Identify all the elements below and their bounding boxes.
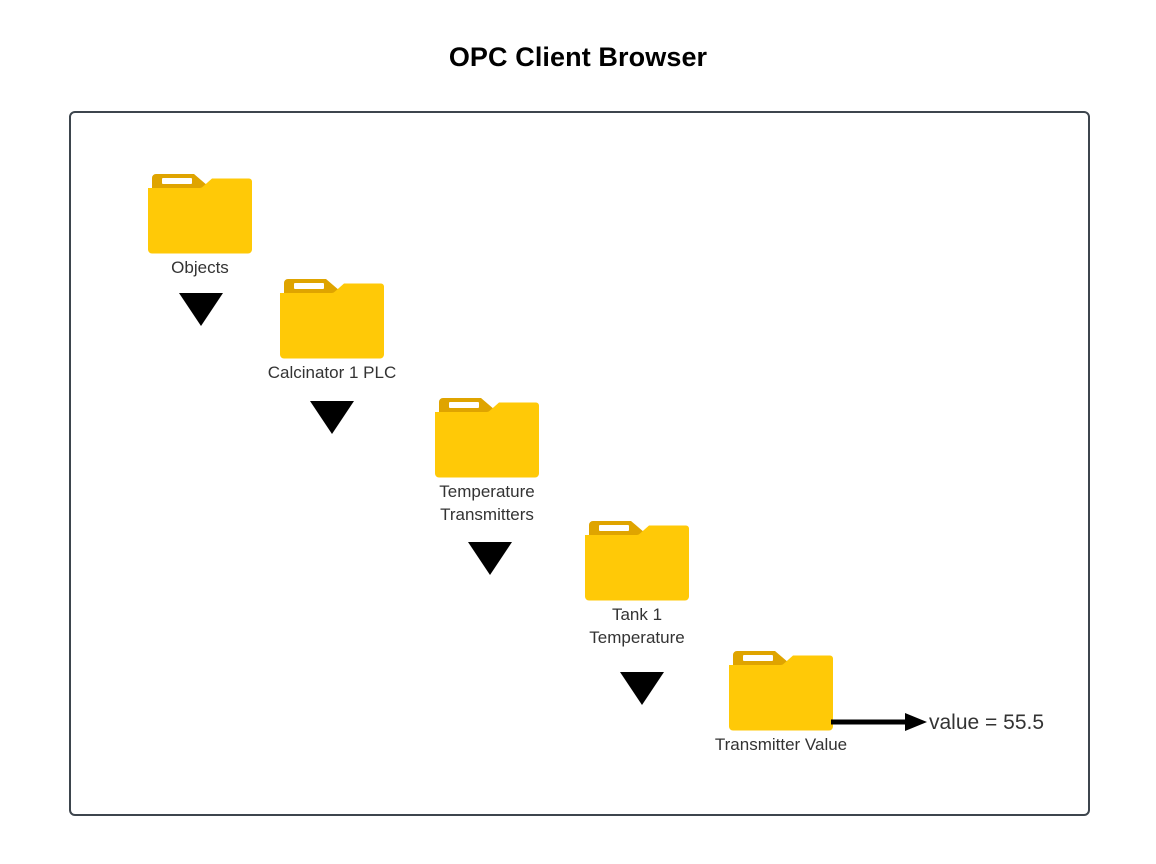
tree-node-label-line: Transmitters — [440, 505, 534, 524]
tree-node-label-line: Temperature — [589, 628, 685, 647]
connector-triangle-down — [620, 672, 664, 705]
folder-icon[interactable] — [729, 647, 833, 731]
value-readout: value = 55.5 — [929, 711, 1045, 734]
connector-triangle-down — [310, 401, 354, 434]
tree-node-label: Calcinator 1 PLC — [268, 361, 397, 384]
connector-triangle-down — [468, 542, 512, 575]
folder-icon[interactable] — [435, 394, 539, 478]
tree-node-label: Temperature Transmitters — [439, 480, 534, 526]
tree-node-label: Transmitter Value — [715, 733, 847, 756]
connector-triangle-down — [179, 293, 223, 326]
tree-node-tank-1-temperature[interactable]: Tank 1 Temperature — [585, 517, 689, 647]
tree-node-label-line: Tank 1 — [611, 605, 663, 624]
tree-node-objects[interactable]: Objects — [148, 170, 252, 277]
tree-node-label: Objects — [171, 256, 229, 279]
tree-node-temperature-transmitters[interactable]: Temperature Transmitters — [435, 394, 539, 524]
tree-node-label-line: Transmitter Value — [714, 735, 848, 754]
folder-icon[interactable] — [148, 170, 252, 254]
folder-icon[interactable] — [280, 275, 384, 359]
tree-node-label-line: Temperature — [439, 482, 535, 501]
tree-node-calcinator-1-plc[interactable]: Calcinator 1 PLC — [268, 275, 396, 382]
diagram-canvas: Objects Calcinator 1 PLC Temperature — [69, 111, 1090, 816]
page-title: OPC Client Browser — [448, 42, 708, 72]
tree-node-transmitter-value[interactable]: Transmitter Value — [715, 647, 847, 754]
value-arrow — [831, 710, 931, 739]
folder-icon[interactable] — [585, 517, 689, 601]
tree-node-label-line: Calcinator 1 PLC — [267, 363, 397, 382]
tree-node-label-line: Objects — [171, 258, 229, 277]
tree-node-label: Tank 1 Temperature — [589, 603, 684, 649]
